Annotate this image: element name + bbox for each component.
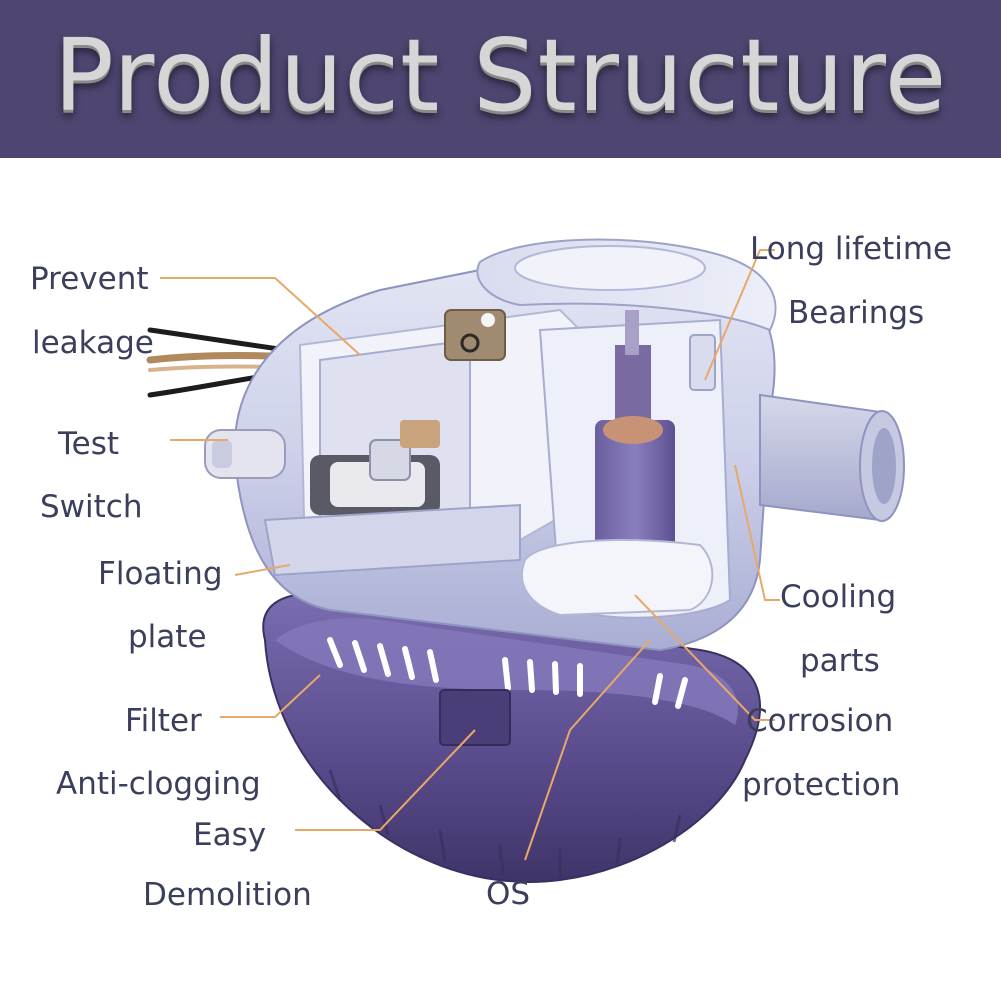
label-test-switch-1: Test [58,426,120,462]
impeller-ring [520,539,714,617]
label-test-switch-2: Switch [40,489,143,525]
label-easy-demolition-2: Demolition [143,877,312,913]
float-switch-mechanism [310,309,506,515]
label-long-lifetime-1: Long lifetime [750,231,953,267]
label-filter: Filter [125,703,202,739]
cutaway-interior [263,308,732,619]
label-floating-plate-1: Floating [98,556,223,592]
label-prevent-leakage-2: leakage [32,325,154,361]
label-long-lifetime-2: Bearings [788,295,925,331]
label-cooling-parts-1: Cooling [780,579,897,615]
label-os: OS [486,876,531,912]
test-switch-knob [204,429,286,479]
pump-cutaway-diagram [146,238,905,883]
label-prevent-leakage-1: Prevent [30,261,149,297]
leader-lines [160,249,780,861]
page-title: Product Structure [53,17,948,134]
label-corrosion-2: protection [742,767,901,803]
filter-slots [327,637,688,709]
label-cooling-parts-2: parts [800,643,880,679]
filter-base [262,592,761,883]
outlet-pipe [759,393,905,522]
label-easy-demolition-1: Easy [193,817,267,853]
label-anti-clogging: Anti-clogging [56,766,261,802]
bearing-housing [689,334,716,391]
floating-plate [263,503,521,577]
label-floating-plate-2: plate [128,619,207,655]
title-banner: Product Structure [0,0,1001,158]
easy-demolition-latch [439,689,511,746]
label-corrosion-1: Corrosion [746,703,894,739]
